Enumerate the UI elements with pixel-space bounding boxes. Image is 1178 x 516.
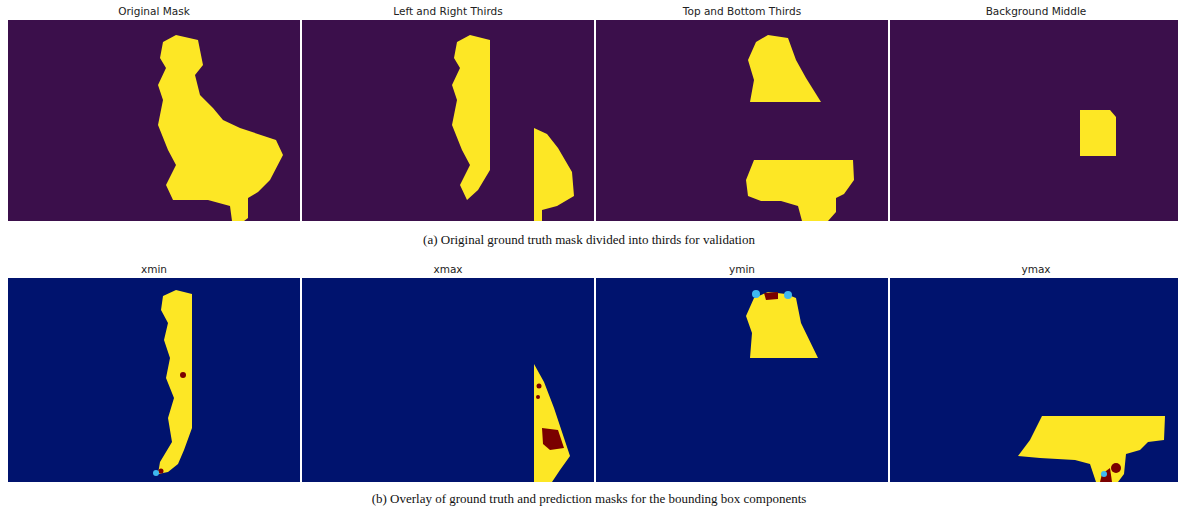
mask-shape	[1111, 463, 1121, 473]
mask-shape	[1101, 471, 1107, 477]
mask-panel-node: Original Mask	[8, 2, 300, 221]
mask-shape	[784, 291, 792, 299]
mask-shape	[159, 469, 164, 474]
mask-panel-node: Background Middle	[890, 2, 1178, 221]
mask-shape	[764, 292, 778, 300]
mask-panel-node: ymin	[596, 260, 888, 482]
mask-drawing	[8, 278, 300, 482]
subfigure-caption: (a) Original ground truth mask divided i…	[0, 232, 1178, 248]
mask-image	[302, 20, 594, 221]
mask-shape	[537, 384, 542, 389]
mask-shape	[153, 470, 159, 476]
panel-title: ymax	[890, 260, 1178, 278]
panel-title: Left and Right Thirds	[302, 2, 594, 20]
mask-shape	[180, 372, 186, 378]
mask-drawing	[890, 20, 1178, 221]
mask-shape	[534, 364, 570, 482]
panel-title: ymin	[596, 260, 888, 278]
mask-shape	[1018, 416, 1165, 482]
mask-image	[890, 278, 1178, 482]
mask-shape	[746, 160, 854, 221]
mask-drawing	[302, 278, 594, 482]
mask-image	[596, 278, 888, 482]
mask-shape	[542, 428, 564, 450]
mask-drawing	[596, 278, 888, 482]
mask-panel-node: xmin	[8, 260, 300, 482]
mask-shape	[536, 395, 540, 399]
mask-shape	[752, 290, 760, 298]
mask-shape	[158, 35, 283, 221]
mask-image	[302, 278, 594, 482]
panel-title: Background Middle	[890, 2, 1178, 20]
mask-shape	[1100, 468, 1112, 482]
mask-drawing	[890, 278, 1178, 482]
mask-shape	[534, 128, 574, 221]
panel-title: Top and Bottom Thirds	[596, 2, 888, 20]
mask-shape	[158, 290, 192, 474]
mask-drawing	[8, 20, 300, 221]
mask-image	[8, 278, 300, 482]
mask-panel-node: xmax	[302, 260, 594, 482]
panel-title: xmax	[302, 260, 594, 278]
mask-shape	[748, 35, 821, 102]
mask-shape	[746, 292, 818, 358]
mask-panel-node: ymax	[890, 260, 1178, 482]
mask-drawing	[302, 20, 594, 221]
mask-panel-node: Left and Right Thirds	[302, 2, 594, 221]
mask-image	[596, 20, 888, 221]
mask-image	[890, 20, 1178, 221]
mask-panel-node: Top and Bottom Thirds	[596, 2, 888, 221]
mask-image	[8, 20, 300, 221]
panel-title: xmin	[8, 260, 300, 278]
mask-shape	[1080, 110, 1116, 156]
mask-shape	[452, 35, 490, 200]
subfigure-caption: (b) Overlay of ground truth and predicti…	[0, 491, 1178, 507]
panel-title: Original Mask	[8, 2, 300, 20]
mask-drawing	[596, 20, 888, 221]
